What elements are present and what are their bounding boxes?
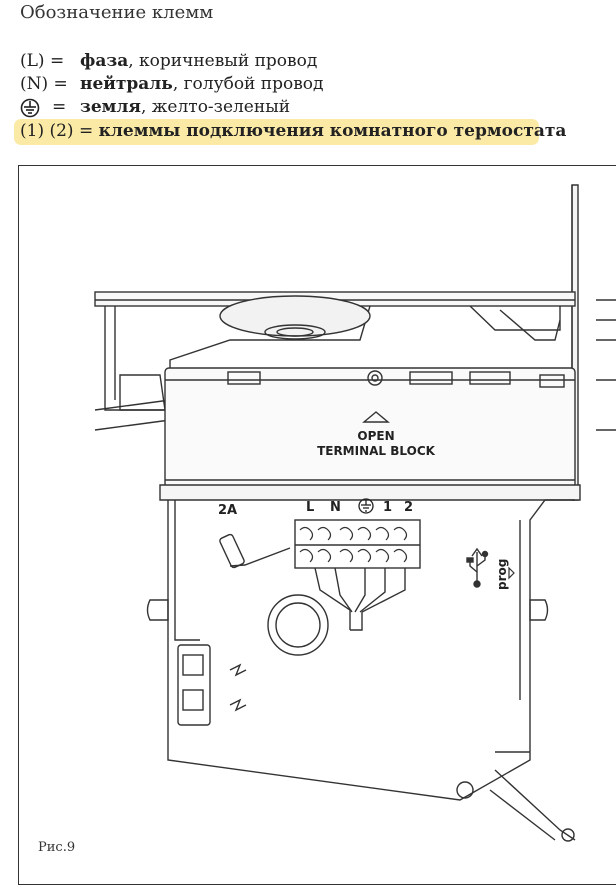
thermostat-highlight [14,119,539,145]
terminal-1-label: 1 [383,500,392,515]
legend-term-phase: фаза [80,51,129,71]
legend-row-thermostat: (1) (2) = клеммы подключения комнатного … [20,121,566,141]
terminal-legend: (L) = фаза , коричневый провод (N) = ней… [20,50,324,119]
section-title: Обозначение клемм [20,2,214,23]
earth-ground-icon [20,98,40,117]
terminal-block-label: TERMINAL BLOCK [317,444,436,458]
legend-term-earth: земля [80,97,141,117]
legend-row-neutral: (N) = нейтраль , голубой провод [20,73,324,96]
terminal-l-label: L [306,500,314,515]
figure-caption: Рис.9 [38,840,76,855]
legend-row-earth: = земля , желто-зеленый [20,96,324,119]
terminal-block-diagram: OPEN TERMINAL BLOCK 2A L N 1 2 prog [94,184,616,842]
usb-icon [466,547,489,588]
terminal-2-label: 2 [404,500,413,515]
legend-desc-phase: , коричневый провод [128,51,318,71]
legend-desc-neutral: , голубой провод [172,74,324,94]
prog-label: prog [495,559,509,590]
terminal-earth-icon [358,498,374,514]
legend-code-thermostat: (1) (2) = [20,121,94,141]
legend-code-earth-eq: = [52,97,67,117]
legend-row-phase: (L) = фаза , коричневый провод [20,50,324,73]
open-label: OPEN [357,429,394,443]
fuse-label: 2A [218,503,237,518]
legend-code-phase: (L) = [20,51,65,71]
legend-code-neutral: (N) = [20,74,68,94]
legend-code-earth: = [20,96,80,119]
legend-term-thermostat: клеммы подключения комнатного термостата [98,121,567,141]
legend-desc-earth: , желто-зеленый [140,97,291,117]
terminal-n-label: N [330,500,341,515]
legend-term-neutral: нейтраль [80,74,173,94]
